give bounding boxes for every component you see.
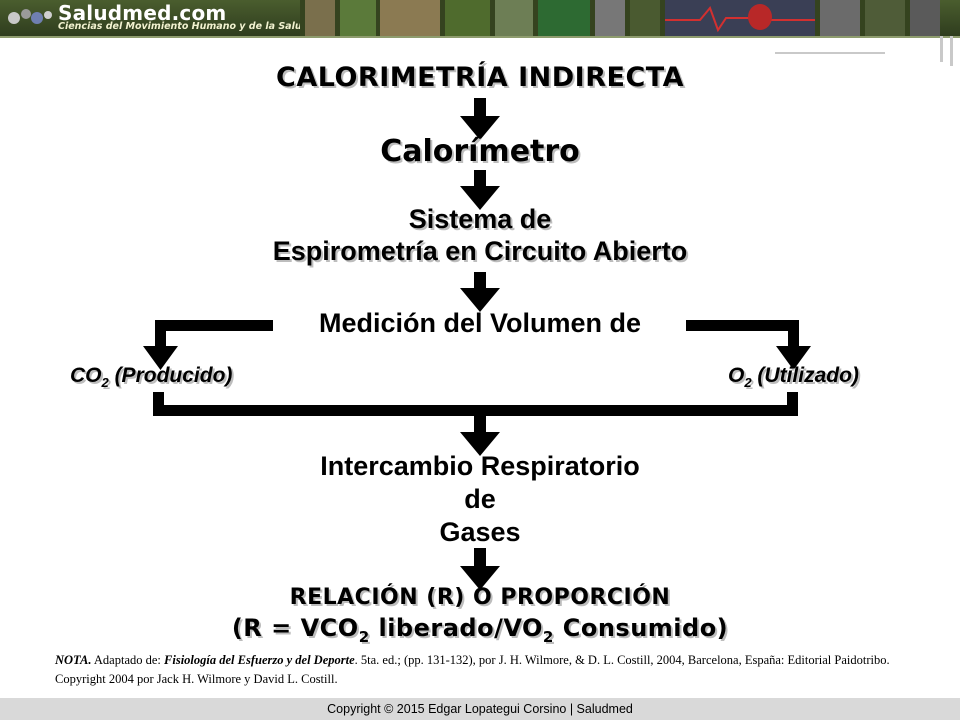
footer-copyright: Copyright © 2015 Edgar Lopategui Corsino…	[0, 698, 960, 720]
step-gas-exchange-line2: de	[464, 484, 496, 514]
arrow-down-icon	[460, 272, 500, 312]
step-volume-measurement: Medición del Volumen de	[318, 308, 642, 338]
label-co2-produced: CO2 (Producido)	[70, 364, 233, 391]
bracket-top-right	[686, 320, 798, 331]
header-accent-line-2	[940, 36, 943, 62]
step-gas-exchange-line1: Intercambio Respiratorio	[320, 451, 640, 481]
brand-tagline: Ciencias del Movimiento Humano y de la S…	[58, 21, 309, 32]
label-o2-utilized: O2 (Utilizado)	[728, 364, 859, 391]
step-calorimeter: Calorímetro	[380, 134, 580, 169]
header-underline	[0, 36, 960, 38]
step-spirometry-line2: Espirometría en Circuito Abierto	[272, 236, 688, 266]
header-accent-line-3	[950, 36, 953, 66]
arrow-down-left-icon	[143, 320, 178, 370]
step-spirometry-line1: Sistema de	[408, 204, 552, 234]
arrow-down-icon	[460, 170, 500, 210]
note-label: NOTA.	[55, 653, 92, 667]
note-book-title: Fisiología del Esfuerzo y del Deporte	[164, 653, 355, 667]
header-photo-strip-icon	[300, 0, 940, 36]
result-ratio-line2: (R = VCO2 liberado/VO2 Consumido)	[231, 614, 729, 646]
arrow-down-icon	[460, 414, 500, 456]
step-gas-exchange-line3: Gases	[439, 517, 521, 547]
bracket-bottom-left-vertical	[153, 392, 164, 416]
bracket-top-left	[155, 320, 273, 331]
arrow-down-right-icon	[776, 320, 811, 370]
diagram-title: CALORIMETRÍA INDIRECTA	[276, 62, 684, 93]
arrow-down-icon	[460, 548, 500, 590]
bracket-bottom-horizontal	[153, 405, 798, 416]
arrow-down-icon	[460, 98, 500, 140]
header-banner: Saludmed.com Ciencias del Movimiento Hum…	[0, 0, 960, 36]
header-accent-line	[775, 52, 885, 54]
saludmed-logo-icon	[8, 9, 52, 24]
source-note: NOTA. Adaptado de: Fisiología del Esfuer…	[55, 653, 890, 686]
bracket-bottom-right-vertical	[787, 392, 798, 416]
result-ratio-line1: RELACIÓN (R) O PROPORCIÓN	[289, 585, 671, 610]
brand-name[interactable]: Saludmed.com	[58, 1, 227, 25]
